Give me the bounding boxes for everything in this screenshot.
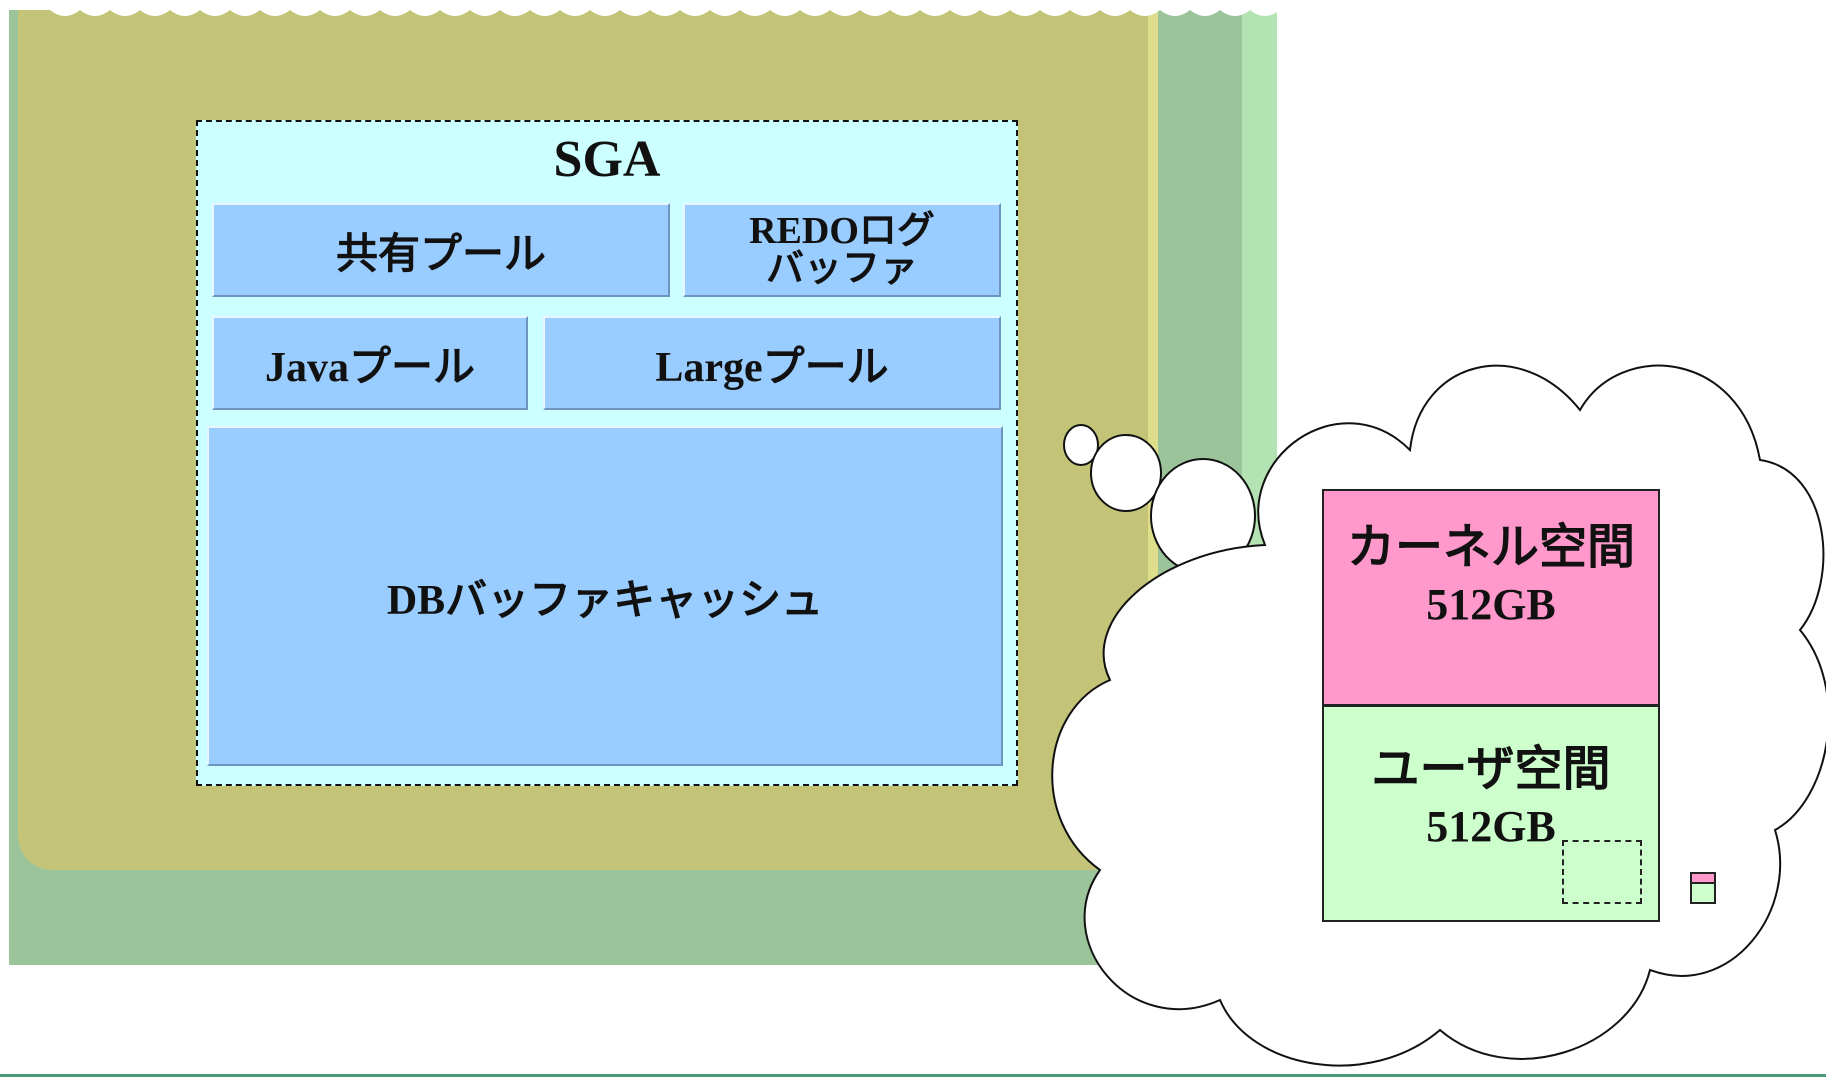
db-buffer-cache-box: DBバッファキャッシュ <box>207 426 1003 766</box>
large-pool-label: Largeプール <box>655 344 889 391</box>
thought-bubble-medium <box>1090 434 1162 512</box>
mini-memory-icon <box>1690 872 1716 904</box>
mini-kernel-segment <box>1692 874 1714 884</box>
bottom-rule <box>0 1074 1826 1077</box>
large-pool-box: Largeプール <box>543 316 1001 410</box>
java-pool-label: Javaプール <box>264 344 475 391</box>
shared-pool-label: 共有プール <box>335 231 546 278</box>
sga-mapped-region <box>1562 840 1642 904</box>
user-space-box: ユーザ空間 512GB <box>1322 705 1660 922</box>
user-space-label: ユーザ空間 <box>1371 743 1611 796</box>
redo-log-buffer-box: REDOログ バッファ <box>683 203 1001 297</box>
sga-title: SGA <box>553 131 661 188</box>
kernel-space-label: カーネル空間 <box>1346 521 1635 574</box>
kernel-space-size: 512GB <box>1426 580 1556 629</box>
db-buffer-cache-label: DBバッファキャッシュ <box>386 577 824 624</box>
java-pool-box: Javaプール <box>212 316 528 410</box>
redo-log-buffer-label-line2: バッファ <box>765 248 918 290</box>
thought-bubble-small <box>1063 424 1099 466</box>
redo-log-buffer-label-line1: REDOログ <box>749 210 935 252</box>
kernel-space-box: カーネル空間 512GB <box>1322 489 1660 706</box>
user-space-size: 512GB <box>1426 802 1556 851</box>
torn-top-edge <box>0 0 1280 16</box>
shared-pool-box: 共有プール <box>212 203 670 297</box>
